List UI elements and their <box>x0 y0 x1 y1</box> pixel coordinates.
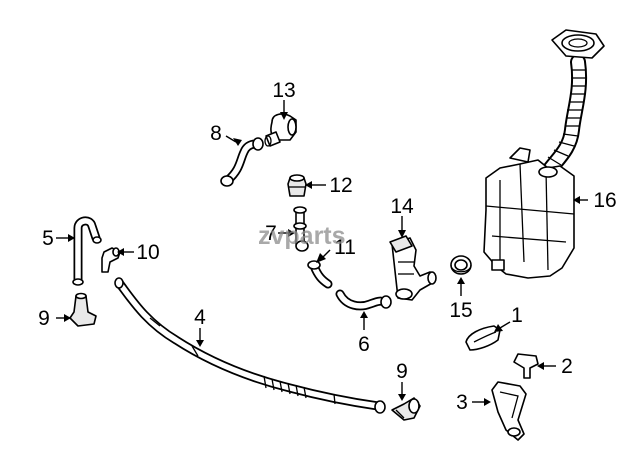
callout-9-left: 9 <box>38 307 50 330</box>
callout-15: 15 <box>449 299 472 322</box>
callout-12: 12 <box>329 174 352 197</box>
leader-lines <box>56 100 588 406</box>
callout-9-right: 9 <box>396 360 408 383</box>
washer-reservoir-tank <box>483 29 605 279</box>
watermark: zvparts <box>258 222 346 250</box>
callout-2: 2 <box>561 355 573 378</box>
callout-14: 14 <box>390 195 414 218</box>
callout-3: 3 <box>456 391 468 414</box>
nozzle-9-right <box>391 397 421 421</box>
long-washer-hose-4 <box>114 277 386 414</box>
bracket-3 <box>491 381 527 441</box>
callout-11: 11 <box>334 236 356 259</box>
washer-pump-14 <box>389 235 437 301</box>
nozzle-9-left <box>69 292 97 327</box>
bent-hose-8 <box>220 137 264 187</box>
t-connector-7 <box>293 206 309 252</box>
callout-7: 7 <box>265 222 277 245</box>
check-valve-12 <box>287 174 307 197</box>
callout-8: 8 <box>210 122 222 145</box>
callout-labels: 13 8 12 7 11 14 15 16 5 10 9 4 6 9 1 2 3 <box>38 79 617 414</box>
callout-16: 16 <box>593 189 616 212</box>
curved-hose-6 <box>335 289 392 311</box>
cover-1 <box>465 325 501 351</box>
short-hose-11 <box>307 260 333 289</box>
small-elbow-10 <box>101 247 121 273</box>
elbow-connector-13 <box>264 113 297 147</box>
callout-6: 6 <box>358 333 370 356</box>
callout-1: 1 <box>511 304 523 327</box>
callout-4: 4 <box>194 306 206 329</box>
callout-10: 10 <box>136 241 159 264</box>
clip-2 <box>513 353 539 379</box>
callout-13: 13 <box>272 79 295 102</box>
u-hose-5 <box>72 216 102 286</box>
grommet-15 <box>450 255 472 275</box>
callout-5: 5 <box>42 227 54 250</box>
